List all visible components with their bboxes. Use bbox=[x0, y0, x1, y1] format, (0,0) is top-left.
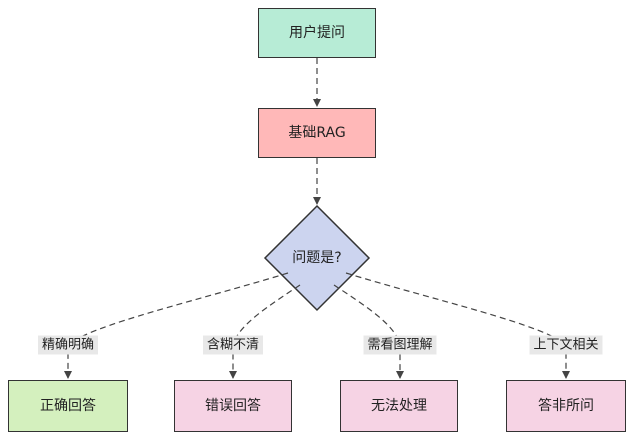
node-basic-rag: 基础RAG bbox=[258, 108, 376, 158]
edge-decision-to-irrelevant bbox=[345, 272, 570, 379]
edge-label-needs-image: 需看图理解 bbox=[363, 335, 437, 355]
node-correct-answer-label: 正确回答 bbox=[40, 398, 96, 414]
edge-label-precise: 精确明确 bbox=[37, 335, 99, 355]
edge-label-context: 上下文相关 bbox=[529, 335, 603, 355]
node-wrong-answer: 错误回答 bbox=[174, 380, 292, 432]
edge-decision-to-correct bbox=[64, 272, 289, 379]
node-basic-rag-label: 基础RAG bbox=[288, 125, 346, 141]
node-irrelevant-answer-label: 答非所问 bbox=[538, 398, 594, 414]
edge-label-vague: 含糊不清 bbox=[202, 335, 264, 355]
node-user-question: 用户提问 bbox=[258, 8, 376, 58]
decision-diamond bbox=[263, 204, 371, 312]
edge-decision-to-unhandled bbox=[333, 284, 404, 379]
edge-decision-to-wrong bbox=[229, 284, 301, 379]
node-irrelevant-answer: 答非所问 bbox=[506, 380, 626, 432]
node-cannot-handle-label: 无法处理 bbox=[371, 398, 427, 414]
decision-label: 问题是? bbox=[292, 250, 342, 266]
node-wrong-answer-label: 错误回答 bbox=[205, 398, 261, 414]
node-user-question-label: 用户提问 bbox=[289, 25, 345, 41]
node-cannot-handle: 无法处理 bbox=[340, 380, 458, 432]
node-correct-answer: 正确回答 bbox=[8, 380, 128, 432]
